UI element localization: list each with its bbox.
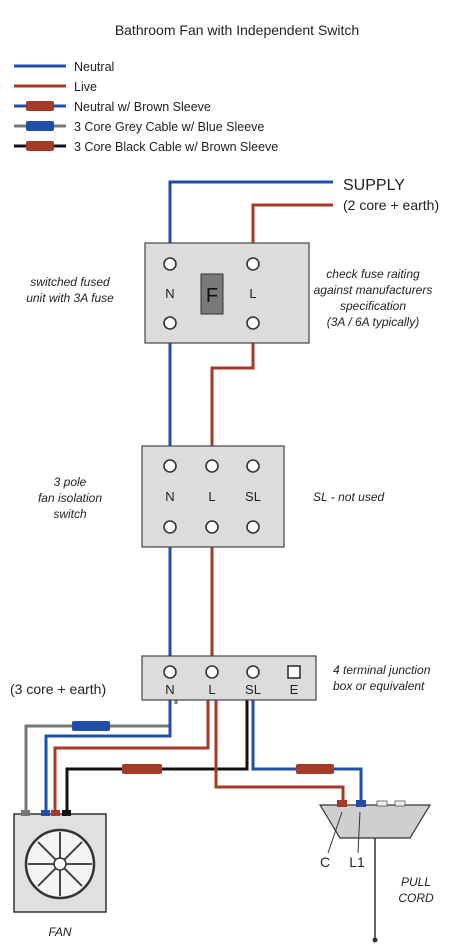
legend-item-neutral-brown-sleeve: Neutral w/ Brown Sleeve — [14, 100, 211, 114]
fused-unit-note-left-2: unit with 3A fuse — [26, 291, 114, 305]
junction-box: N L SL E — [141, 655, 317, 701]
switch-sl-label: SL — [245, 489, 261, 504]
fan-live-wire — [53, 700, 210, 815]
fan-grey-cable — [24, 700, 172, 815]
pull-cord-handle — [372, 937, 378, 943]
junction-l-label: L — [208, 682, 215, 697]
switch-note-left-2: fan isolation — [38, 491, 102, 505]
pull-cord-label-2: CORD — [398, 891, 434, 905]
legend: Neutral Live Neutral w/ Brown Sleeve 3 C… — [14, 60, 278, 154]
pull-cord-c-label: C — [320, 854, 330, 870]
switch-n-in-terminal — [163, 459, 177, 473]
legend-label-grey-cable: 3 Core Grey Cable w/ Blue Sleeve — [74, 120, 264, 134]
switch-note-right: SL - not used — [313, 490, 384, 504]
switch-l-in-terminal — [205, 459, 219, 473]
junction-sl-terminal — [246, 665, 260, 679]
fuse-label: F — [206, 285, 218, 307]
legend-item-live: Live — [14, 80, 97, 94]
pull-cord-c-terminal — [337, 800, 347, 807]
switch-sl-out-terminal — [246, 520, 260, 534]
switch-sl-in-terminal — [246, 459, 260, 473]
supply-neutral-wire — [168, 180, 333, 264]
fan-black-cable-brown-sleeve — [122, 764, 162, 774]
legend-brown-sleeve-2 — [26, 141, 54, 151]
pull-cord-l1-label: L1 — [349, 854, 365, 870]
fan-grey-cable-blue-sleeve — [72, 721, 110, 731]
switch-l-out-terminal — [205, 520, 219, 534]
junction-e-terminal — [287, 665, 301, 679]
fan-terminal-2 — [41, 810, 50, 816]
fused-unit-note-right-4: (3A / 6A typically) — [327, 315, 419, 329]
fused-to-switch-live-wire — [210, 323, 255, 466]
fused-unit-n-in-terminal — [163, 257, 177, 271]
diagram-title: Bathroom Fan with Independent Switch — [115, 22, 359, 38]
fan — [13, 810, 107, 913]
legend-label-neutral-brown-sleeve: Neutral w/ Brown Sleeve — [74, 100, 211, 114]
pull-cord-label-1: PULL — [401, 875, 431, 889]
fused-unit-note-left-1: switched fused — [30, 275, 110, 289]
legend-item-grey-cable: 3 Core Grey Cable w/ Blue Sleeve — [14, 120, 264, 134]
pull-cord-l1-leader — [357, 811, 361, 854]
junction-note-1: 4 terminal junction — [333, 663, 431, 677]
supply-label: SUPPLY — [343, 177, 405, 194]
junction-n-label: N — [165, 682, 174, 697]
junction-e-label: E — [290, 682, 299, 697]
junction-sl-label: SL — [245, 682, 261, 697]
supply-sublabel: (2 core + earth) — [343, 197, 439, 213]
legend-blue-sleeve — [26, 121, 54, 131]
legend-item-neutral: Neutral — [14, 60, 114, 74]
pull-cord-switch — [318, 800, 432, 943]
switch-note-left-1: 3 pole — [54, 475, 87, 489]
pull-cord-brown-sleeve — [296, 764, 334, 774]
legend-item-black-cable: 3 Core Black Cable w/ Brown Sleeve — [14, 140, 278, 154]
fan-label: FAN — [48, 925, 71, 939]
fused-unit-n-label: N — [165, 286, 174, 301]
switch-note-left-3: switch — [53, 507, 87, 521]
pull-cord-c-leader — [327, 811, 343, 854]
switch-n-label: N — [165, 489, 174, 504]
pull-cord-switch-body — [318, 804, 432, 839]
fused-unit-note-right-3: specification — [340, 299, 406, 313]
pull-cord-switched-live-wire — [251, 700, 363, 808]
switch-l-label: L — [208, 489, 215, 504]
fan-isolation-switch: N L SL — [141, 445, 285, 548]
fused-unit-l-label: L — [249, 286, 256, 301]
pull-cord-spare-terminal-2 — [394, 800, 406, 807]
fan-terminal-1 — [21, 810, 30, 816]
junction-note-2: box or equivalent — [333, 679, 425, 693]
fan-icon — [24, 828, 96, 900]
fused-unit-note-right-2: against manufacturers — [314, 283, 433, 297]
switch-n-out-terminal — [163, 520, 177, 534]
fan-black-cable — [65, 700, 249, 815]
pull-cord-l1-terminal — [356, 800, 366, 807]
fan-neutral-wire — [44, 700, 172, 815]
junction-n-terminal — [163, 665, 177, 679]
legend-label-live: Live — [74, 80, 97, 94]
fused-unit-l-in-terminal — [246, 257, 260, 271]
switched-fused-unit: N L F — [144, 242, 310, 344]
legend-label-neutral: Neutral — [74, 60, 114, 74]
fan-cable-note: (3 core + earth) — [10, 681, 106, 697]
legend-label-black-cable: 3 Core Black Cable w/ Brown Sleeve — [74, 140, 278, 154]
fused-unit-l-out-terminal — [246, 316, 260, 330]
legend-brown-sleeve — [26, 101, 54, 111]
pull-cord-spare-terminal-1 — [376, 800, 388, 807]
fan-terminal-4 — [62, 810, 71, 816]
fan-terminal-3 — [51, 810, 60, 816]
fused-unit-n-out-terminal — [163, 316, 177, 330]
fused-unit-note-right-1: check fuse raiting — [326, 267, 420, 281]
junction-l-terminal — [205, 665, 219, 679]
pull-cord-live-wire — [214, 700, 345, 808]
fuse-icon — [200, 273, 224, 315]
